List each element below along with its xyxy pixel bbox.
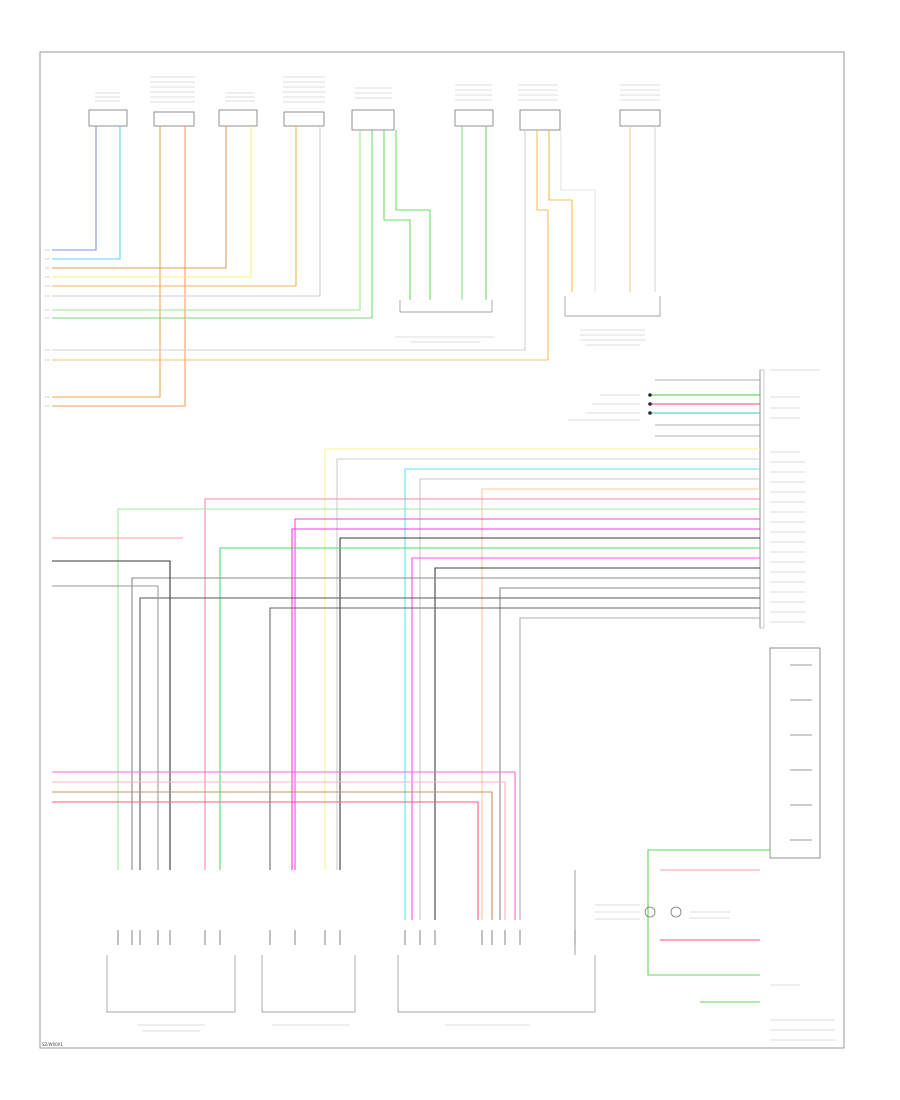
subwoofer-boxes	[399, 296, 661, 317]
wire-lf-minus	[52, 126, 227, 269]
wire-lfd-minus	[52, 126, 161, 398]
wire-lrd-minus	[52, 126, 297, 287]
wire-rr-c	[383, 130, 411, 300]
wire-rr-d	[395, 130, 431, 300]
speaker-label-stubs	[95, 76, 660, 103]
steering-label-stubs	[595, 904, 835, 1041]
speaker-lr	[519, 109, 561, 131]
speaker-lr2	[619, 109, 661, 127]
bottom-connector-ticks	[117, 930, 576, 945]
wire-lr-a	[52, 130, 526, 351]
left-pin-stubs	[45, 249, 50, 407]
wire-lfd-plus	[52, 126, 186, 407]
speaker-lr-door	[283, 111, 325, 127]
speaker-rr	[351, 109, 395, 131]
bottom-component-labels	[138, 1024, 530, 1032]
steering-controls	[769, 647, 821, 859]
top-wires	[52, 126, 656, 407]
wire-steering	[647, 849, 770, 976]
speaker-rf	[88, 109, 128, 127]
component-audio-amp-adapter	[261, 955, 356, 1013]
wire-rf-minus	[52, 126, 97, 251]
subwoofer-labels	[395, 329, 645, 346]
bottom-components	[106, 955, 596, 1013]
wire-rr-a	[52, 130, 361, 311]
speaker-rf2	[454, 109, 494, 127]
steering-switch-1	[644, 906, 656, 918]
speaker-lf	[218, 109, 258, 127]
left-mid-wires	[52, 537, 516, 920]
speaker-lf-door	[153, 111, 195, 127]
bus-wires	[117, 448, 760, 920]
diagram-code: SZ/W0001	[42, 1042, 63, 1047]
wire-lrd-plus	[52, 126, 321, 297]
wire-rf-plus	[52, 126, 121, 260]
steering-switch-2	[670, 906, 682, 918]
wire-lr-d	[560, 130, 596, 292]
diagram-frame	[39, 51, 845, 1049]
speaker-group	[88, 109, 661, 131]
wire-rr-b	[52, 130, 373, 319]
component-rear-seat-entertainment	[106, 955, 236, 1013]
wire-lf-plus	[52, 126, 252, 278]
wire-lr-c	[548, 130, 573, 292]
component-vehicle-controller	[397, 955, 596, 1013]
wire-lr-b	[52, 130, 549, 361]
